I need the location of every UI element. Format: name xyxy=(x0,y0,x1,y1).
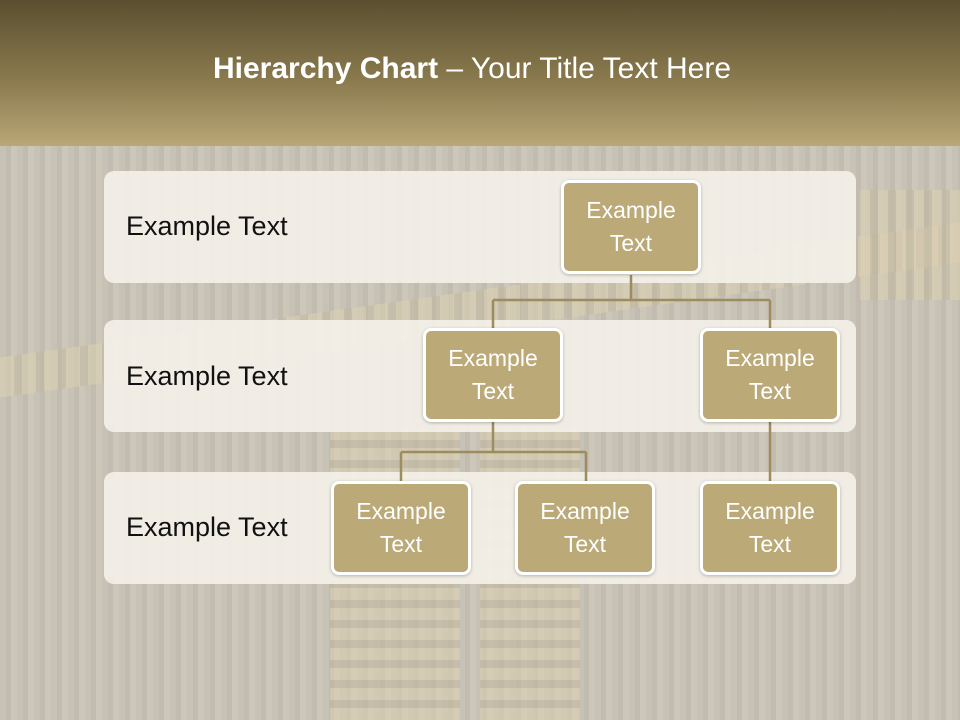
connector-level2-left-to-level3 xyxy=(399,422,588,481)
node-text-line: Example xyxy=(586,197,676,223)
connector-root-to-level2 xyxy=(491,275,772,329)
node-text-line: Text xyxy=(748,531,792,557)
node-text-line: Text xyxy=(471,378,515,404)
node-text-line: Text xyxy=(609,230,653,256)
row-label-1: Example Text xyxy=(126,211,288,241)
node-text-line: Example xyxy=(540,498,630,524)
title-rest: – Your Title Text Here xyxy=(438,52,732,85)
node-text-line: Example xyxy=(725,345,815,371)
node-text-line: Text xyxy=(748,378,792,404)
row-label-3: Example Text xyxy=(126,512,288,542)
title-bar xyxy=(0,0,960,146)
node-text-line: Example xyxy=(356,498,446,524)
node-text-line: Text xyxy=(379,531,423,557)
title-bold: Hierarchy Chart xyxy=(212,52,439,85)
row-band-1 xyxy=(104,171,856,283)
slide-title: Hierarchy Chart – Your Title Text Here xyxy=(0,52,944,86)
node-text-line: Text xyxy=(563,531,607,557)
row-label-2: Example Text xyxy=(126,361,288,391)
node-text-line: Example xyxy=(725,498,815,524)
node-text-line: Example xyxy=(448,345,538,371)
